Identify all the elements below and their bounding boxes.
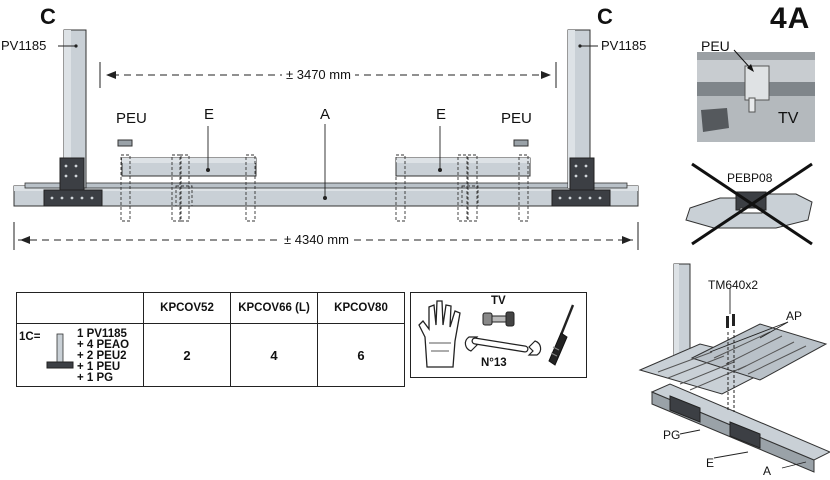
wrench-icon [464, 336, 542, 356]
kit-value-2: 4 [230, 323, 318, 387]
plate-label: AP [786, 309, 803, 323]
profile-pg-label: PG [663, 428, 681, 442]
left-peu-bracket [117, 139, 133, 147]
screwdriver-icon [548, 304, 575, 366]
left-letter-c: C [40, 4, 56, 29]
kit-item-1: 1 PV1185 [77, 328, 127, 340]
left-beam-e-label: E [204, 106, 215, 123]
wrench-label: N°13 [481, 357, 507, 369]
bolt-nut-icon [482, 311, 515, 327]
kit-col-header-1: KPCOV52 [143, 292, 231, 324]
photo-tv-label: TV [778, 110, 799, 127]
kit-table-corner [16, 292, 144, 324]
assembly-diagram [638, 263, 830, 473]
right-peu-bracket [513, 139, 529, 147]
kit-row-prefix: 1C= [19, 331, 41, 343]
kit-item-5: + 1 PG [77, 372, 114, 384]
kit-row-contents: 1C= 1 PV1185 + 4 PEAO + 2 PEU2 + 1 PEU +… [16, 323, 144, 387]
tools-box: TV N°13 [410, 292, 587, 378]
screw-label: TM640x2 [708, 278, 759, 292]
left-peu-label: PEU [116, 110, 147, 127]
glove-icon [418, 300, 461, 368]
bolt-label: TV [491, 295, 506, 307]
kit-col-header-3: KPCOV80 [317, 292, 405, 324]
kit-value-3: 6 [317, 323, 405, 387]
step-label: 4A [770, 2, 811, 35]
photo-peu-leader [733, 49, 754, 72]
beam-e-label: E [706, 456, 715, 470]
kit-col-header-2: KPCOV66 (L) [230, 292, 318, 324]
photo-peu-label: PEU [701, 38, 730, 54]
kit-item-3: + 2 PEU2 [77, 350, 127, 362]
kit-table: KPCOV52 KPCOV66 (L) KPCOV80 1C= 1 PV1185… [16, 292, 405, 387]
outer-span-dimension: ± 4340 mm [280, 232, 353, 247]
inner-span-dimension: ± 3470 mm [282, 67, 355, 82]
forbidden-piece-label: PEBP08 [727, 171, 773, 185]
left-post-code: PV1185 [1, 38, 47, 53]
right-beam-e-label: E [436, 106, 447, 123]
post-kit-icon [46, 333, 74, 369]
kit-item-4: + 1 PEU [77, 361, 121, 373]
right-post-code: PV1185 [601, 38, 647, 53]
kit-item-2: + 4 PEAO [77, 339, 130, 351]
detail-photo [697, 52, 815, 142]
frame-diagram [13, 29, 639, 250]
center-beam-a-label: A [320, 106, 331, 123]
right-letter-c: C [597, 4, 613, 29]
beam-a-label: A [763, 464, 772, 478]
kit-value-1: 2 [143, 323, 231, 387]
forbidden-piece-diagram [685, 162, 813, 246]
right-peu-label: PEU [501, 110, 532, 127]
